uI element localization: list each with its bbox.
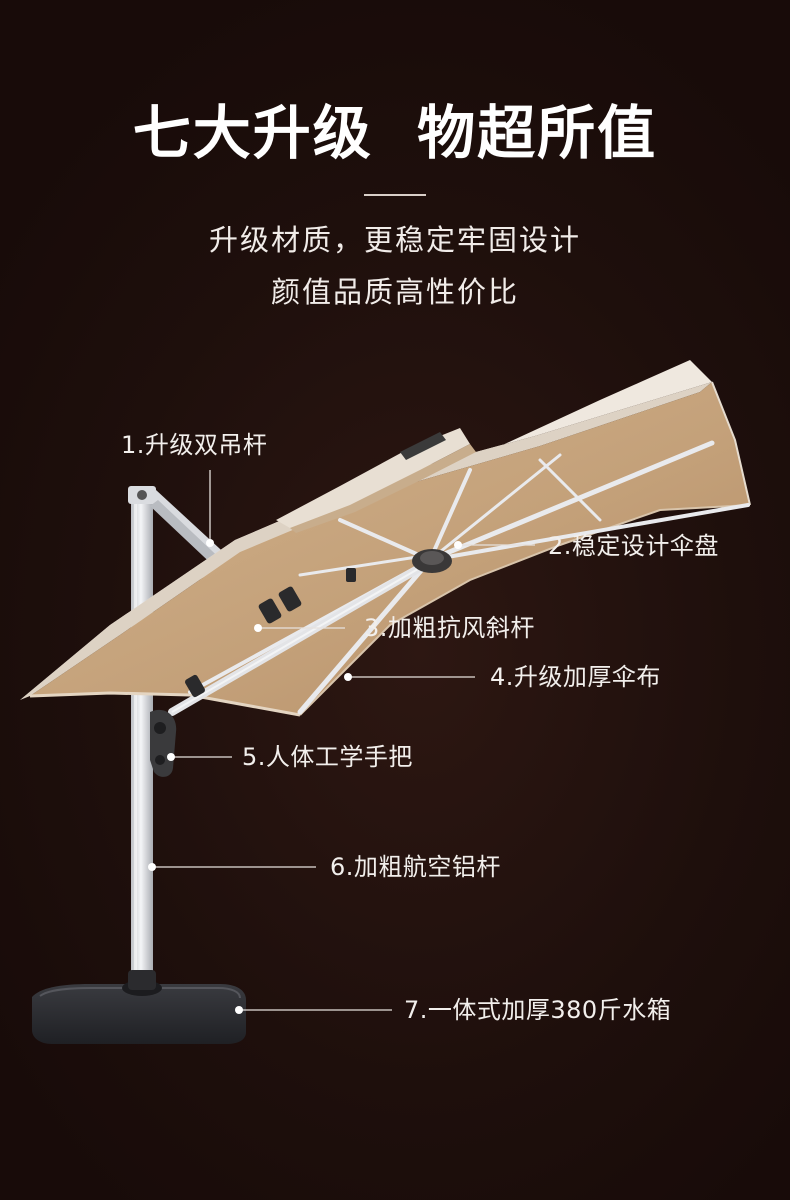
water-tank-base xyxy=(32,970,246,1044)
feature-label-3: 3.加粗抗风斜杆 xyxy=(364,614,535,642)
feature-label-2: 2.稳定设计伞盘 xyxy=(548,532,719,560)
feature-label-6: 6.加粗航空铝杆 xyxy=(330,853,501,881)
headline: 七大升级 物超所值 xyxy=(132,99,658,167)
feature-label-5: 5.人体工学手把 xyxy=(242,743,413,771)
subtitle-line-2: 颜值品质高性价比 xyxy=(270,275,519,309)
canopy-fabric xyxy=(20,360,751,717)
title-divider xyxy=(364,194,426,196)
feature-label-4: 4.升级加厚伞布 xyxy=(490,663,661,691)
ergonomic-handle xyxy=(150,709,177,777)
double-hanging-arm xyxy=(146,490,232,572)
subtitle-line-1: 升级材质，更稳定牢固设计 xyxy=(208,223,581,257)
canopy-ribs xyxy=(188,440,750,715)
feature-label-7: 7.一体式加厚380斤水箱 xyxy=(404,996,672,1024)
umbrella-hub xyxy=(412,549,452,573)
vent-cap xyxy=(276,428,476,533)
feature-label-1: 1.升级双吊杆 xyxy=(121,431,268,459)
oblique-strut xyxy=(168,558,434,716)
callout-lines xyxy=(148,470,535,1014)
